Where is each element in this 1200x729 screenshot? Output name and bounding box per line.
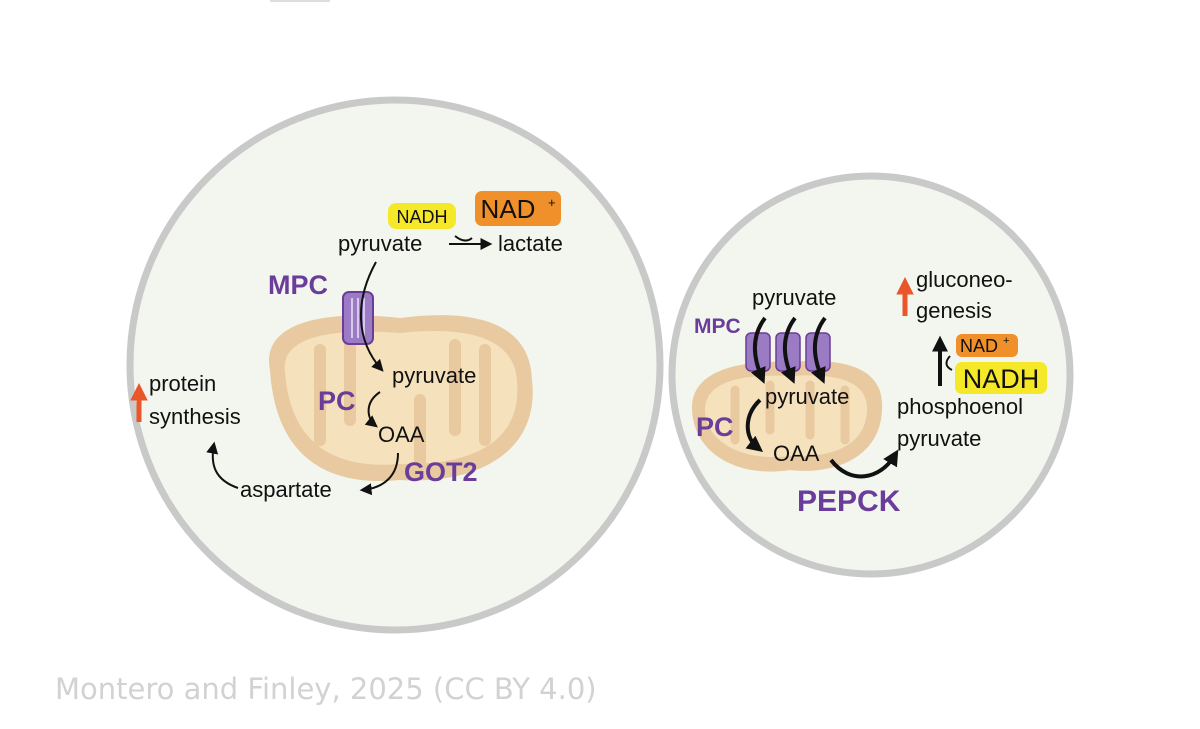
mpc-transporter	[342, 291, 374, 345]
nad-label: NAD	[481, 194, 536, 224]
pyruvate-mito-label: pyruvate	[765, 384, 849, 409]
nad-badge	[475, 191, 561, 226]
oaa-label: OAA	[378, 422, 425, 447]
mpc-arrow-3	[810, 316, 827, 384]
synthesis-label: synthesis	[149, 404, 241, 429]
pyruvate-cytosol-label: pyruvate	[338, 231, 422, 256]
pep-label-line2: pyruvate	[897, 426, 981, 451]
nad-superscript: +	[1003, 335, 1009, 347]
mpc-arrow-1	[750, 316, 767, 384]
gluconeogenesis-line1: gluconeo-	[916, 267, 1013, 292]
got2-arrow	[359, 452, 399, 496]
pepck-label: PEPCK	[797, 485, 901, 518]
left-cell: NADH NAD + pyruvate lactate MPC pyruvate…	[126, 96, 664, 634]
pc-label: PC	[696, 412, 734, 442]
protein-label: protein	[149, 371, 216, 396]
aspartate-label: aspartate	[240, 477, 332, 502]
pyruvate-mito-label: pyruvate	[392, 363, 476, 388]
nadh-badge	[955, 362, 1047, 394]
cofactor-arc	[454, 235, 473, 242]
aspartate-to-protein-arrow	[206, 441, 239, 489]
nadh-badge	[388, 203, 456, 229]
gluconeogenesis-line2: genesis	[916, 298, 992, 323]
cofactor-arc	[945, 355, 953, 371]
left-mitochondrion	[269, 315, 533, 482]
nad-superscript: +	[548, 195, 556, 210]
mpc-arrow-2	[780, 316, 797, 384]
got2-label: GOT2	[404, 457, 478, 487]
pc-arrow	[745, 398, 764, 452]
pc-arrow	[364, 391, 381, 428]
pepck-arrow	[829, 449, 899, 479]
image-credit: Montero and Finley, 2025 (CC BY 4.0)	[55, 672, 597, 706]
mpc-transport-arrow	[360, 261, 384, 372]
pc-label: PC	[318, 386, 356, 416]
pep-label-line1: phosphoenol	[897, 394, 1023, 419]
mpc-label: MPC	[694, 315, 741, 338]
pyruvate-cytosol-label: pyruvate	[752, 285, 836, 310]
nadh-label: NADH	[396, 207, 447, 227]
oaa-label: OAA	[773, 441, 820, 466]
nad-label: NAD	[960, 336, 998, 356]
right-cell: pyruvate MPC pyruvate PC OAA PEPCK phosp…	[668, 172, 1074, 578]
mpc-label: MPC	[268, 270, 328, 300]
nadh-label: NADH	[963, 364, 1040, 394]
right-mitochondrion	[691, 361, 883, 472]
nad-badge	[956, 334, 1018, 357]
lactate-label: lactate	[498, 231, 563, 256]
right-cell-membrane	[668, 172, 1074, 578]
